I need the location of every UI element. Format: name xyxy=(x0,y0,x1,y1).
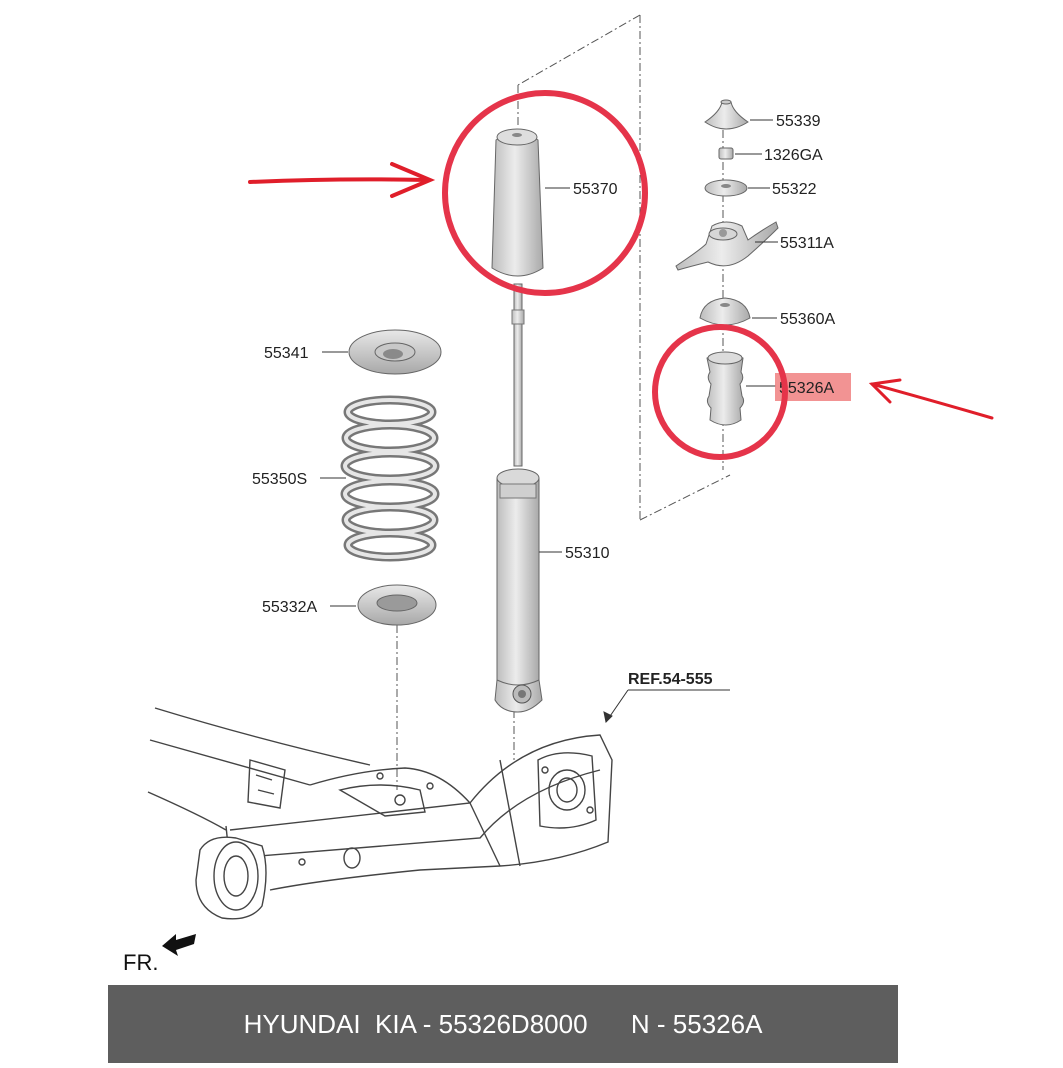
footer-brand-number: HYUNDAI KIA - 55326D8000 xyxy=(243,1008,588,1039)
footer-spacer xyxy=(588,1009,631,1040)
front-label: FR. xyxy=(123,950,158,975)
label-55332A: 55332A xyxy=(262,599,317,616)
label-55326A: 55326A xyxy=(779,380,834,397)
part-55370 xyxy=(491,128,570,277)
highlight-circle-55370 xyxy=(442,90,648,296)
part-number-footer: HYUNDAI KIA - 55326D8000 N - 55326A xyxy=(108,985,898,1063)
label-55322: 55322 xyxy=(772,181,817,198)
axle-bushing xyxy=(195,836,267,920)
label-ref: REF.54-555 xyxy=(628,671,713,688)
label-55339: 55339 xyxy=(776,113,821,130)
label-55311A: 55311A xyxy=(780,235,834,252)
label-55310: 55310 xyxy=(565,545,610,562)
footer-diagram-number: N - 55326A xyxy=(630,1008,763,1039)
part-1326GA xyxy=(718,147,762,160)
ref-leader xyxy=(603,689,730,724)
part-55339 xyxy=(704,99,773,130)
label-55341: 55341 xyxy=(264,345,309,362)
arrow-to-55370 xyxy=(248,162,436,198)
arrow-to-55326A xyxy=(868,378,994,420)
part-55350S-highlight xyxy=(343,398,437,559)
part-55322 xyxy=(704,179,770,197)
highlight-circle-55326A xyxy=(652,324,788,460)
part-55341 xyxy=(322,329,442,375)
part-55360A xyxy=(699,297,777,326)
label-1326GA: 1326GA xyxy=(764,147,823,164)
front-direction-marker: FR. xyxy=(123,934,196,975)
front-arrow-icon xyxy=(162,934,196,956)
part-55332A xyxy=(330,584,437,626)
label-55370: 55370 xyxy=(573,181,618,198)
part-55310 xyxy=(494,283,562,713)
label-55360A: 55360A xyxy=(780,311,835,328)
rear-axle-beam xyxy=(147,707,613,891)
label-55350S: 55350S xyxy=(252,471,307,488)
part-55326A xyxy=(706,351,776,426)
part-55311A xyxy=(675,221,779,271)
